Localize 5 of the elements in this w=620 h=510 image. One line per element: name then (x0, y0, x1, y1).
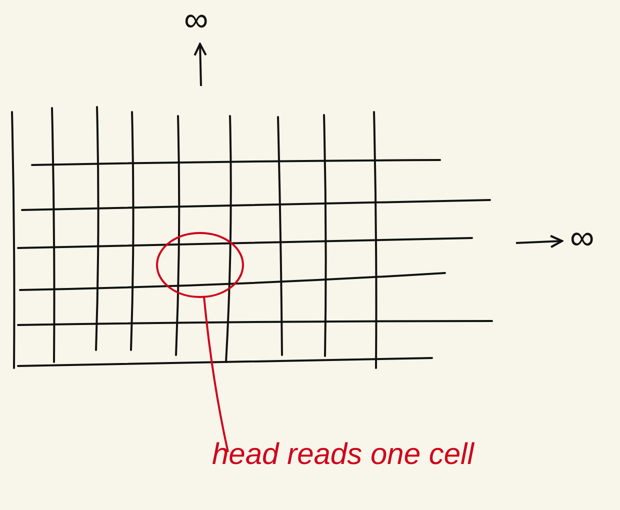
highlight-circle (156, 232, 244, 298)
infinity-label: ∞ (184, 2, 208, 38)
annotation-text: head reads one cell (212, 438, 474, 472)
infinity-label: ∞ (570, 220, 594, 256)
leader-line (203, 296, 229, 452)
